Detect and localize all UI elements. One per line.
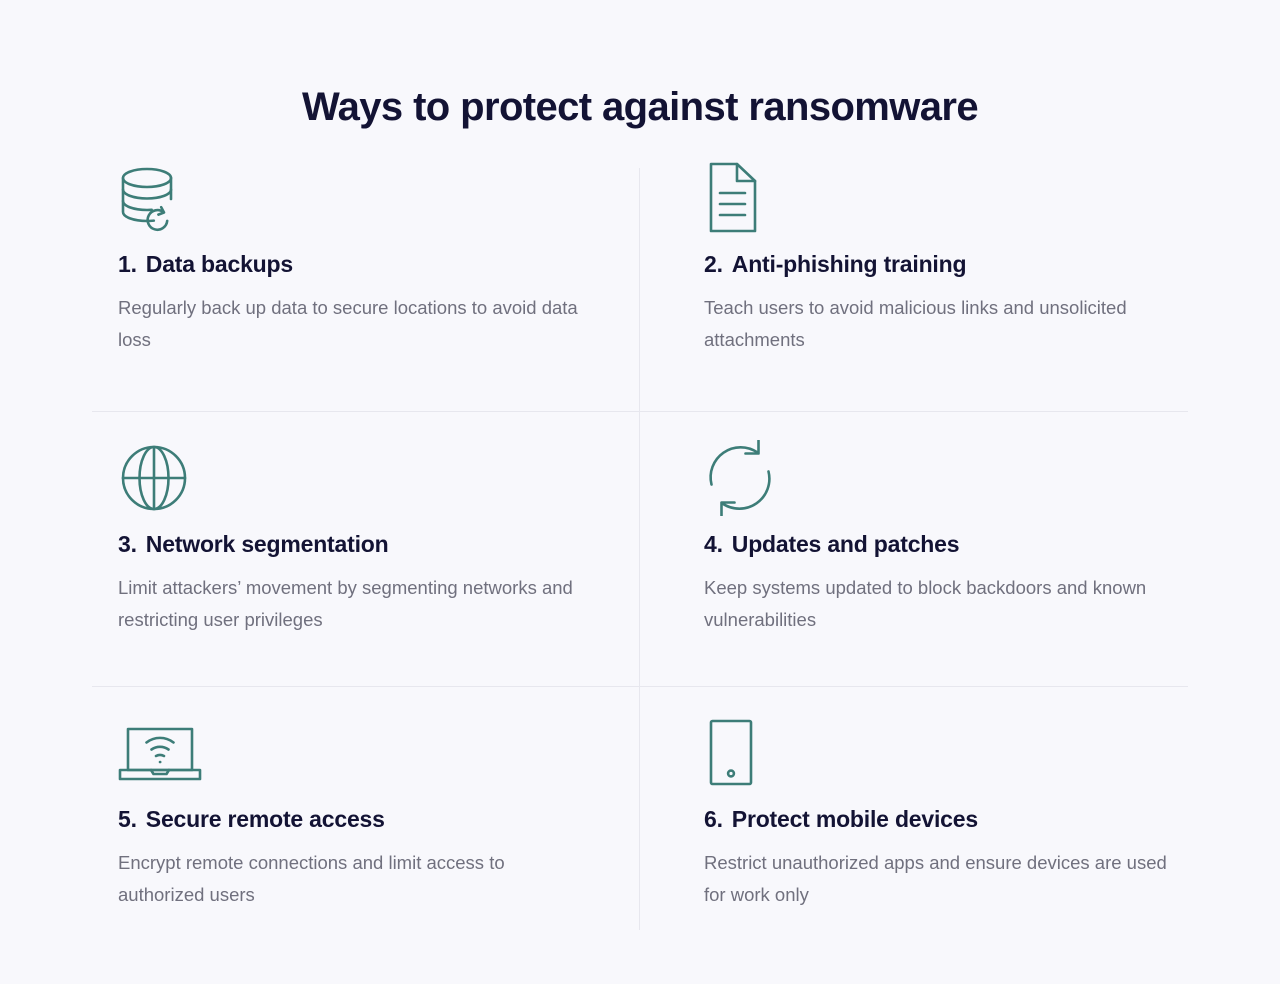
- tip-card-2: 2. Anti-phishing training Teach users to …: [704, 160, 1204, 355]
- refresh-sync-icon: [704, 440, 1204, 516]
- tip-card-6: 6. Protect mobile devices Restrict unauth…: [704, 715, 1204, 910]
- tip-number-2: 2.: [704, 251, 723, 277]
- tip-number-6: 6.: [704, 806, 723, 832]
- tip-title-4: Updates and patches: [731, 531, 960, 557]
- tip-title-3: Network segmentation: [145, 531, 389, 557]
- tip-description-5: Encrypt remote connections and limit acc…: [118, 851, 505, 905]
- tip-description-4: Keep systems updated to block backdoors …: [704, 576, 1147, 630]
- tip-number-5: 5.: [118, 806, 137, 832]
- tip-description-3: Limit attackers’ movement by segmenting …: [118, 576, 573, 630]
- tips-grid: 1. Data backups Regularly back up data to…: [92, 160, 1188, 940]
- tip-number-4: 4.: [704, 531, 723, 557]
- tip-title-2: Anti-phishing training: [731, 251, 967, 277]
- tip-description-2: Teach users to avoid malicious links and…: [704, 296, 1127, 350]
- globe-icon: [118, 440, 618, 516]
- tip-card-4: 4. Updates and patches Keep systems updat…: [704, 440, 1204, 635]
- tip-description-1: Regularly back up data to secure locatio…: [118, 296, 578, 350]
- page-title: Ways to protect against ransomware: [301, 84, 979, 129]
- horizontal-divider-1: [92, 411, 1188, 412]
- tip-card-5: 5. Secure remote access Encrypt remote co…: [118, 715, 618, 910]
- mobile-phone-icon: [704, 715, 1204, 791]
- tip-heading-2: 2. Anti-phishing training: [704, 250, 1204, 279]
- tip-card-3: 3. Network segmentation Limit attackers’ …: [118, 440, 618, 635]
- horizontal-divider-2: [92, 686, 1188, 687]
- tip-description-6: Restrict unauthorized apps and ensure de…: [704, 851, 1167, 905]
- laptop-wifi-icon: [118, 715, 618, 791]
- tip-number-1: 1.: [118, 251, 137, 277]
- tip-card-1: 1. Data backups Regularly back up data to…: [118, 160, 618, 355]
- tip-title-1: Data backups: [145, 251, 293, 277]
- tip-title-5: Secure remote access: [145, 806, 385, 832]
- tip-number-3: 3.: [118, 531, 137, 557]
- tip-title-6: Protect mobile devices: [731, 806, 978, 832]
- tip-heading-4: 4. Updates and patches: [704, 530, 1204, 559]
- vertical-divider: [639, 168, 640, 930]
- tip-heading-6: 6. Protect mobile devices: [704, 805, 1204, 834]
- document-icon: [704, 160, 1204, 236]
- database-backup-icon: [118, 160, 618, 236]
- tip-heading-1: 1. Data backups: [118, 250, 618, 279]
- tip-heading-3: 3. Network segmentation: [118, 530, 618, 559]
- tip-heading-5: 5. Secure remote access: [118, 805, 618, 834]
